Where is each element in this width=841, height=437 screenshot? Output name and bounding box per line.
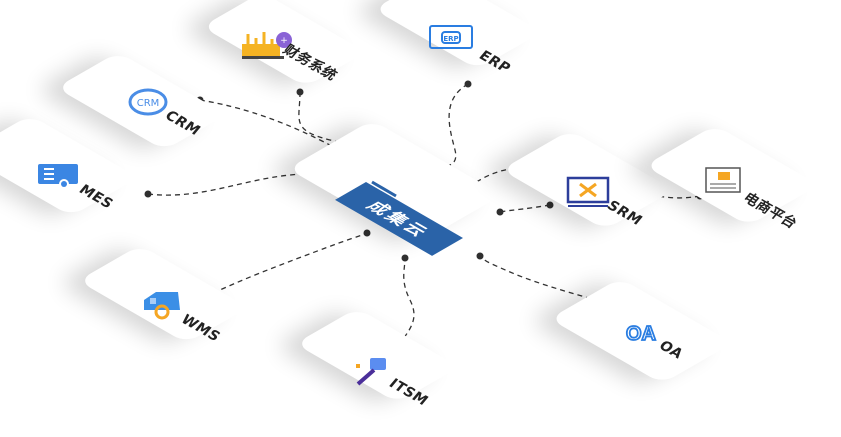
connector-dot (401, 254, 409, 262)
connector-dot (464, 80, 472, 88)
svg-text:CRM: CRM (137, 98, 160, 109)
wms-warehouse-icon (144, 292, 180, 320)
ecommerce-receipt-icon (705, 167, 741, 193)
oa-logo-icon: OA (625, 322, 657, 346)
srm-monitor-icon (566, 176, 610, 207)
connector-dot (476, 252, 484, 260)
mes-document-icon (38, 164, 78, 189)
connector-dot (496, 208, 504, 216)
erp-chip-icon: ERP (429, 25, 473, 49)
connector-dot (363, 229, 371, 237)
crm-badge-icon: CRM (128, 88, 168, 116)
connector-dot (144, 190, 152, 198)
svg-text:OA: OA (626, 323, 656, 345)
svg-text:ERP: ERP (443, 35, 458, 43)
itsm-key-icon (356, 358, 386, 386)
svg-text:+: + (280, 36, 288, 46)
connector-dot (546, 201, 554, 209)
connector-dot (296, 88, 304, 96)
finance-chart-icon: + (242, 32, 292, 59)
